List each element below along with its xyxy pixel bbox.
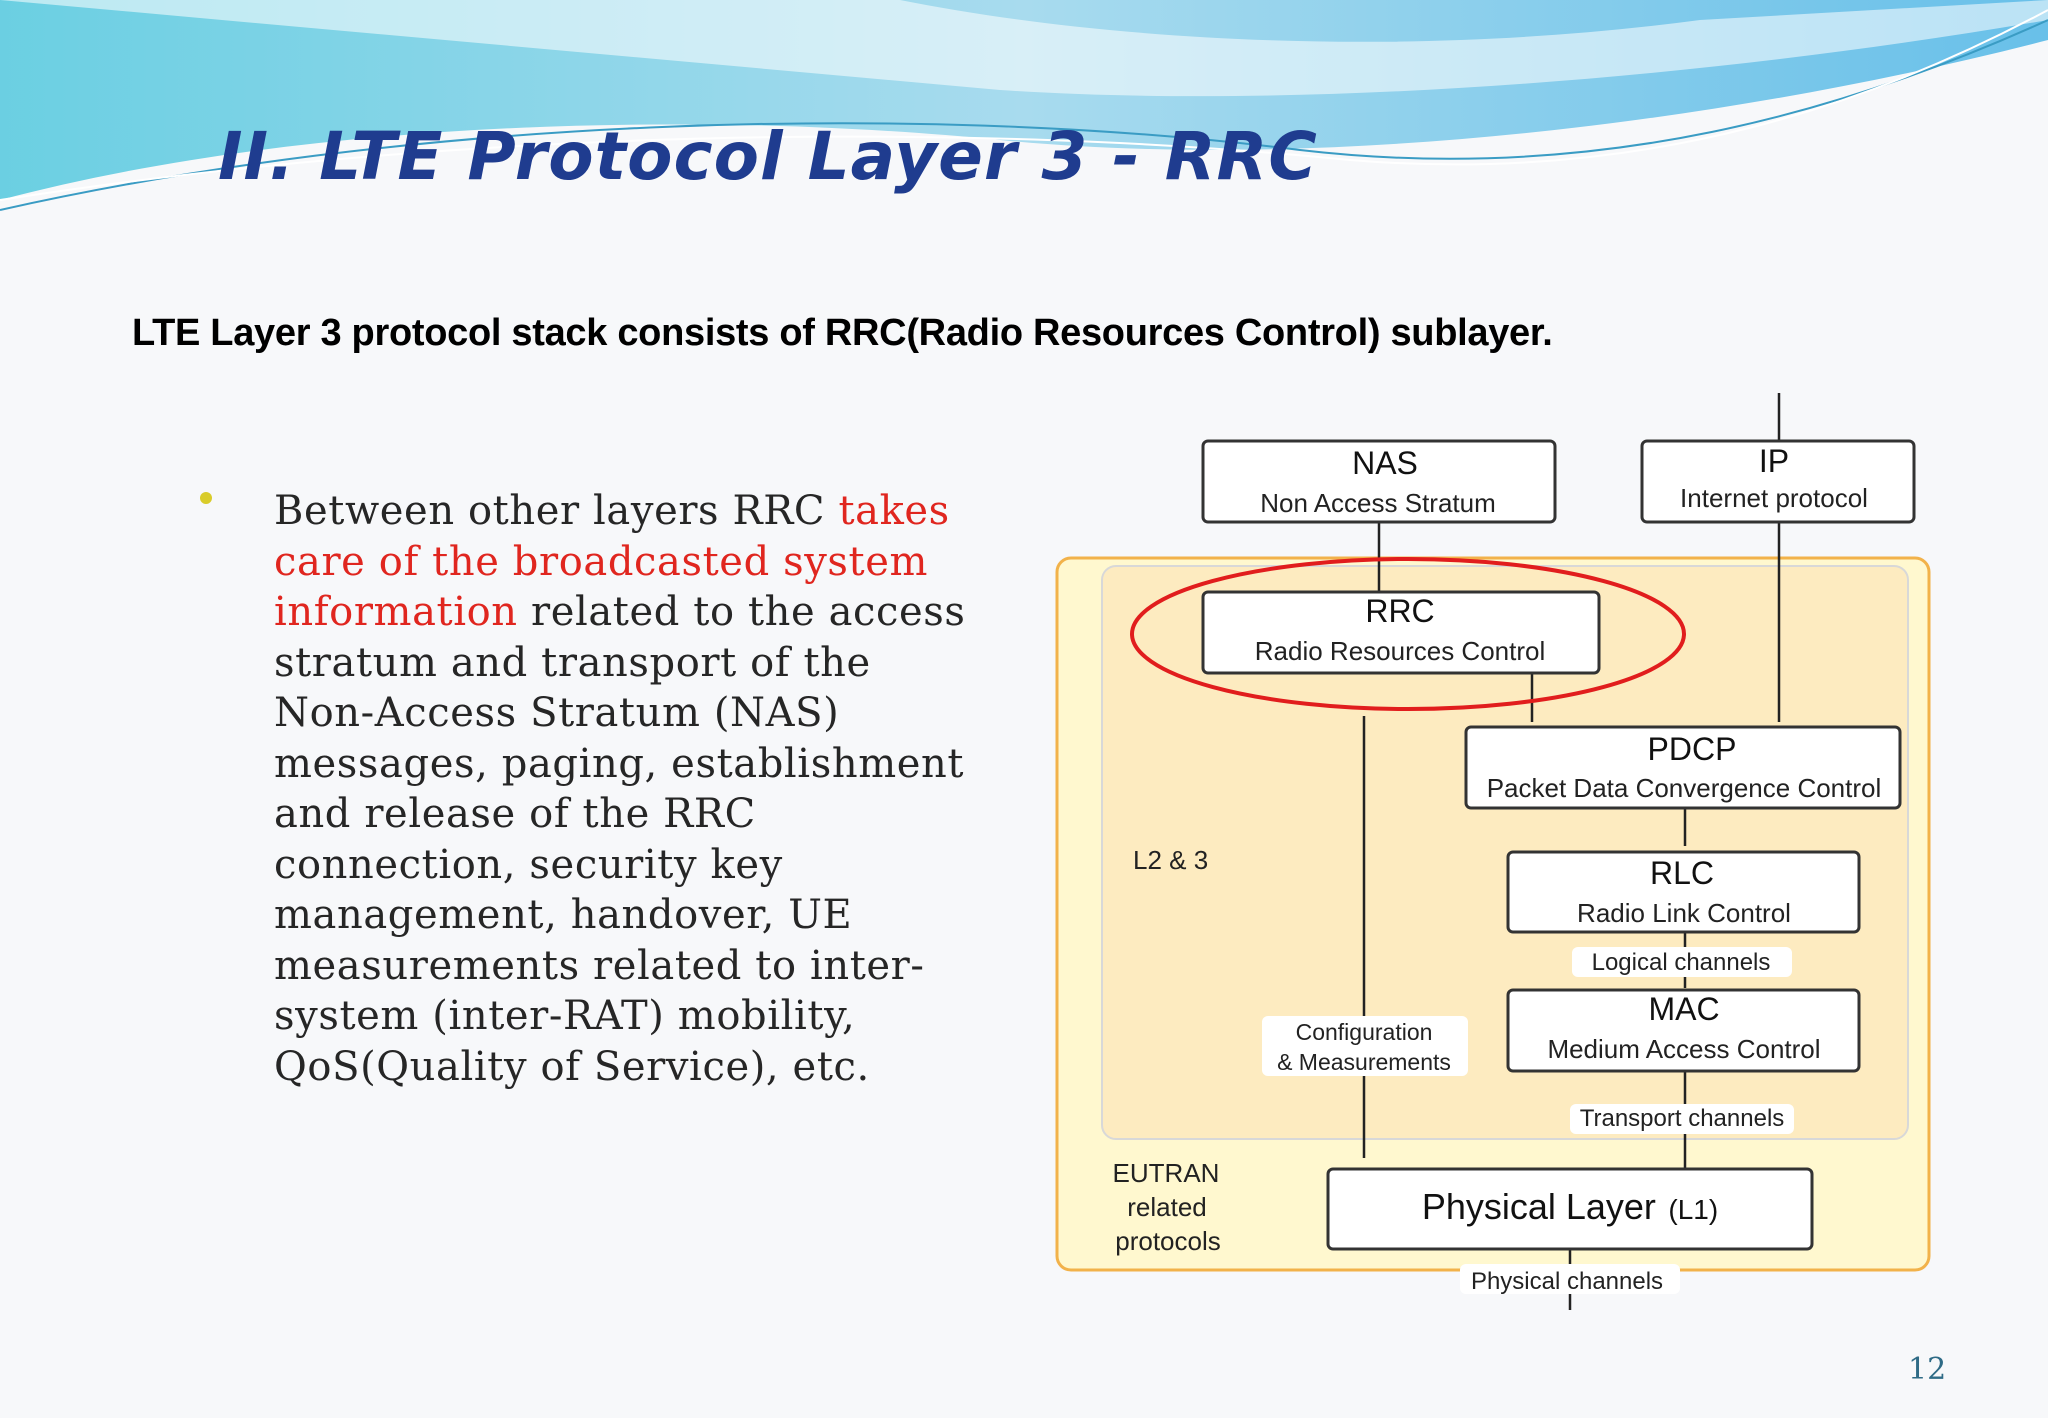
- logical-channels-label-bg: [1572, 947, 1792, 977]
- slide-subtitle: LTE Layer 3 protocol stack consists of R…: [132, 312, 1553, 354]
- physical-channels-label: Physical channels: [1471, 1268, 1663, 1295]
- bullet-highlight: takes care of the broadcasted system inf…: [274, 488, 950, 635]
- bullet-icon: [200, 492, 212, 504]
- ip-box: [1640, 439, 1916, 524]
- physical-layer-name: Physical Layer: [1422, 1186, 1656, 1227]
- ip-desc: Internet protocol: [1680, 483, 1868, 513]
- mac-name: MAC: [1648, 991, 1719, 1027]
- mac-box: [1506, 988, 1861, 1073]
- rrc-box: [1201, 590, 1601, 675]
- header-wave-decoration: [0, 0, 2048, 211]
- config-label-line2: & Measurements: [1277, 1049, 1451, 1075]
- pdcp-desc: Packet Data Convergence Control: [1487, 773, 1882, 803]
- rrc-highlight-ellipse: [1130, 557, 1686, 711]
- eutran-label-line2: related: [1127, 1192, 1207, 1222]
- transport-channels-label: Transport channels: [1580, 1105, 1785, 1132]
- ip-name: IP: [1759, 443, 1789, 479]
- pdcp-name: PDCP: [1648, 731, 1737, 767]
- mac-desc: Medium Access Control: [1547, 1034, 1820, 1064]
- config-label-bg: [1262, 1016, 1468, 1076]
- bullet-text-part-2: related to the access stratum and transp…: [274, 589, 966, 1090]
- nas-name: NAS: [1352, 445, 1418, 481]
- page-number: 12: [1908, 1352, 1947, 1387]
- slide-title: II. LTE Protocol Layer 3 - RRC: [218, 118, 1318, 195]
- physical-layer-text: Physical Layer (L1): [1422, 1186, 1718, 1227]
- rrc-name: RRC: [1365, 593, 1434, 629]
- rlc-box: [1506, 850, 1861, 934]
- pdcp-box: [1464, 725, 1902, 810]
- eutran-label-line1: EUTRAN: [1113, 1158, 1220, 1188]
- config-label-line1: Configuration: [1296, 1019, 1433, 1045]
- physical-layer-box: [1326, 1167, 1814, 1251]
- rrc-desc: Radio Resources Control: [1255, 636, 1545, 666]
- bullet-text: Between other layers RRC takes care of t…: [274, 486, 974, 1092]
- nas-desc: Non Access Stratum: [1260, 488, 1496, 518]
- bullet-text-part-1: Between other layers RRC: [274, 488, 839, 534]
- rlc-desc: Radio Link Control: [1577, 898, 1791, 928]
- physical-layer-suffix: (L1): [1668, 1194, 1718, 1225]
- rlc-name: RLC: [1650, 855, 1714, 891]
- l23-label: L2 & 3: [1133, 845, 1208, 875]
- physical-channels-label-bg: [1460, 1264, 1680, 1294]
- transport-channels-label-bg: [1570, 1104, 1794, 1134]
- eutran-label-line3: protocols: [1115, 1226, 1221, 1256]
- logical-channels-label: Logical channels: [1592, 949, 1771, 976]
- nas-box: [1201, 439, 1557, 524]
